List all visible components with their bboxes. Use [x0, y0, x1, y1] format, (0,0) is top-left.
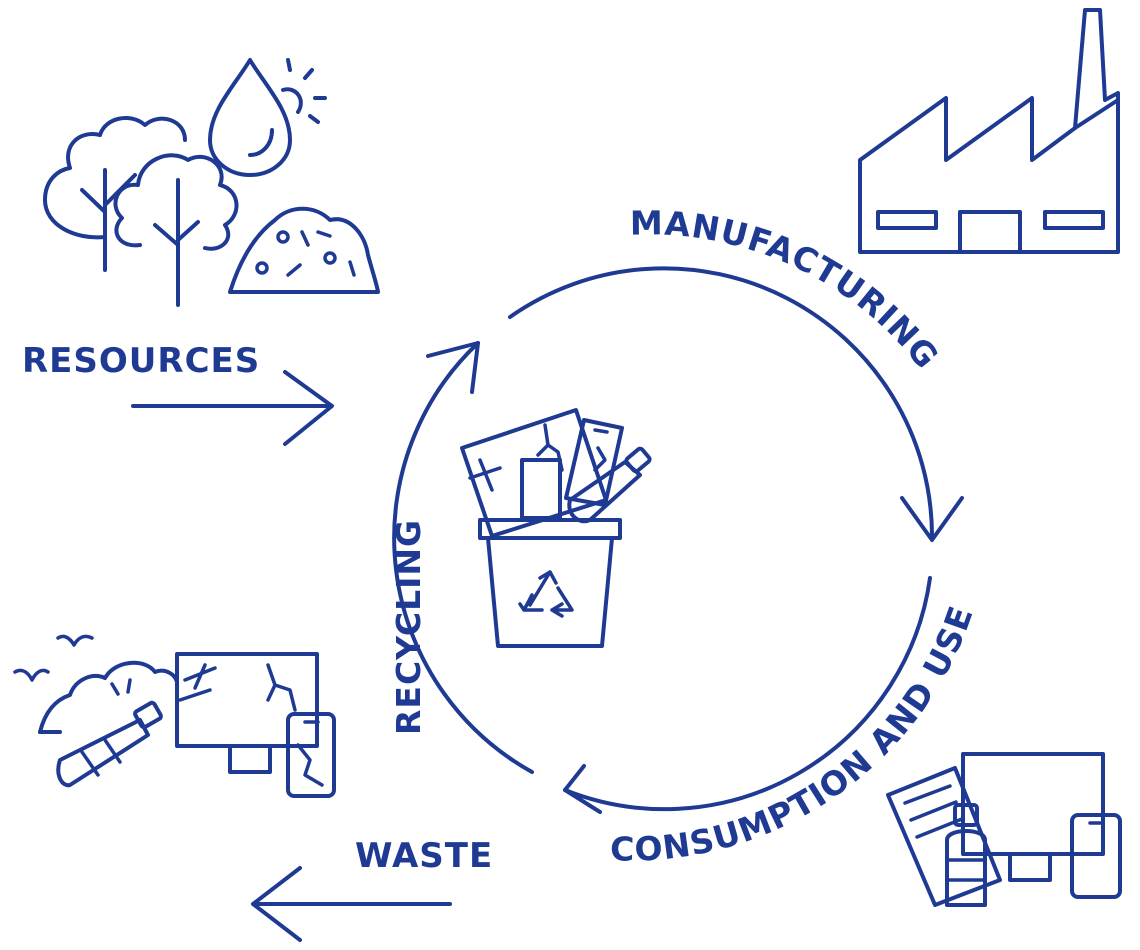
recycling-bin-icon: [460, 408, 652, 648]
arc-consumption: [563, 576, 932, 812]
cycle-arrows: [392, 266, 964, 814]
factory-icon: [858, 8, 1120, 254]
label-waste: WASTE: [355, 836, 493, 876]
label-resources: RESOURCES: [22, 341, 260, 381]
label-consumption-text: CONSUMPTION AND USE: [610, 600, 980, 868]
label-consumption: CONSUMPTION AND USE: [610, 600, 981, 868]
waste-arrow: [251, 866, 452, 942]
arrowhead-consumption: [563, 764, 602, 814]
waste-pile-icon: [13, 634, 336, 798]
arc-recycling: [392, 341, 534, 774]
arrowhead-manufacturing: [900, 496, 964, 542]
nature-resources-icon: [43, 58, 380, 307]
devices-icon: [886, 752, 1122, 907]
resources-arrow: [131, 370, 334, 446]
arrowhead-recycling: [426, 341, 480, 394]
label-recycling: RECYCLING: [389, 519, 428, 735]
arc-manufacturing: [508, 266, 934, 537]
